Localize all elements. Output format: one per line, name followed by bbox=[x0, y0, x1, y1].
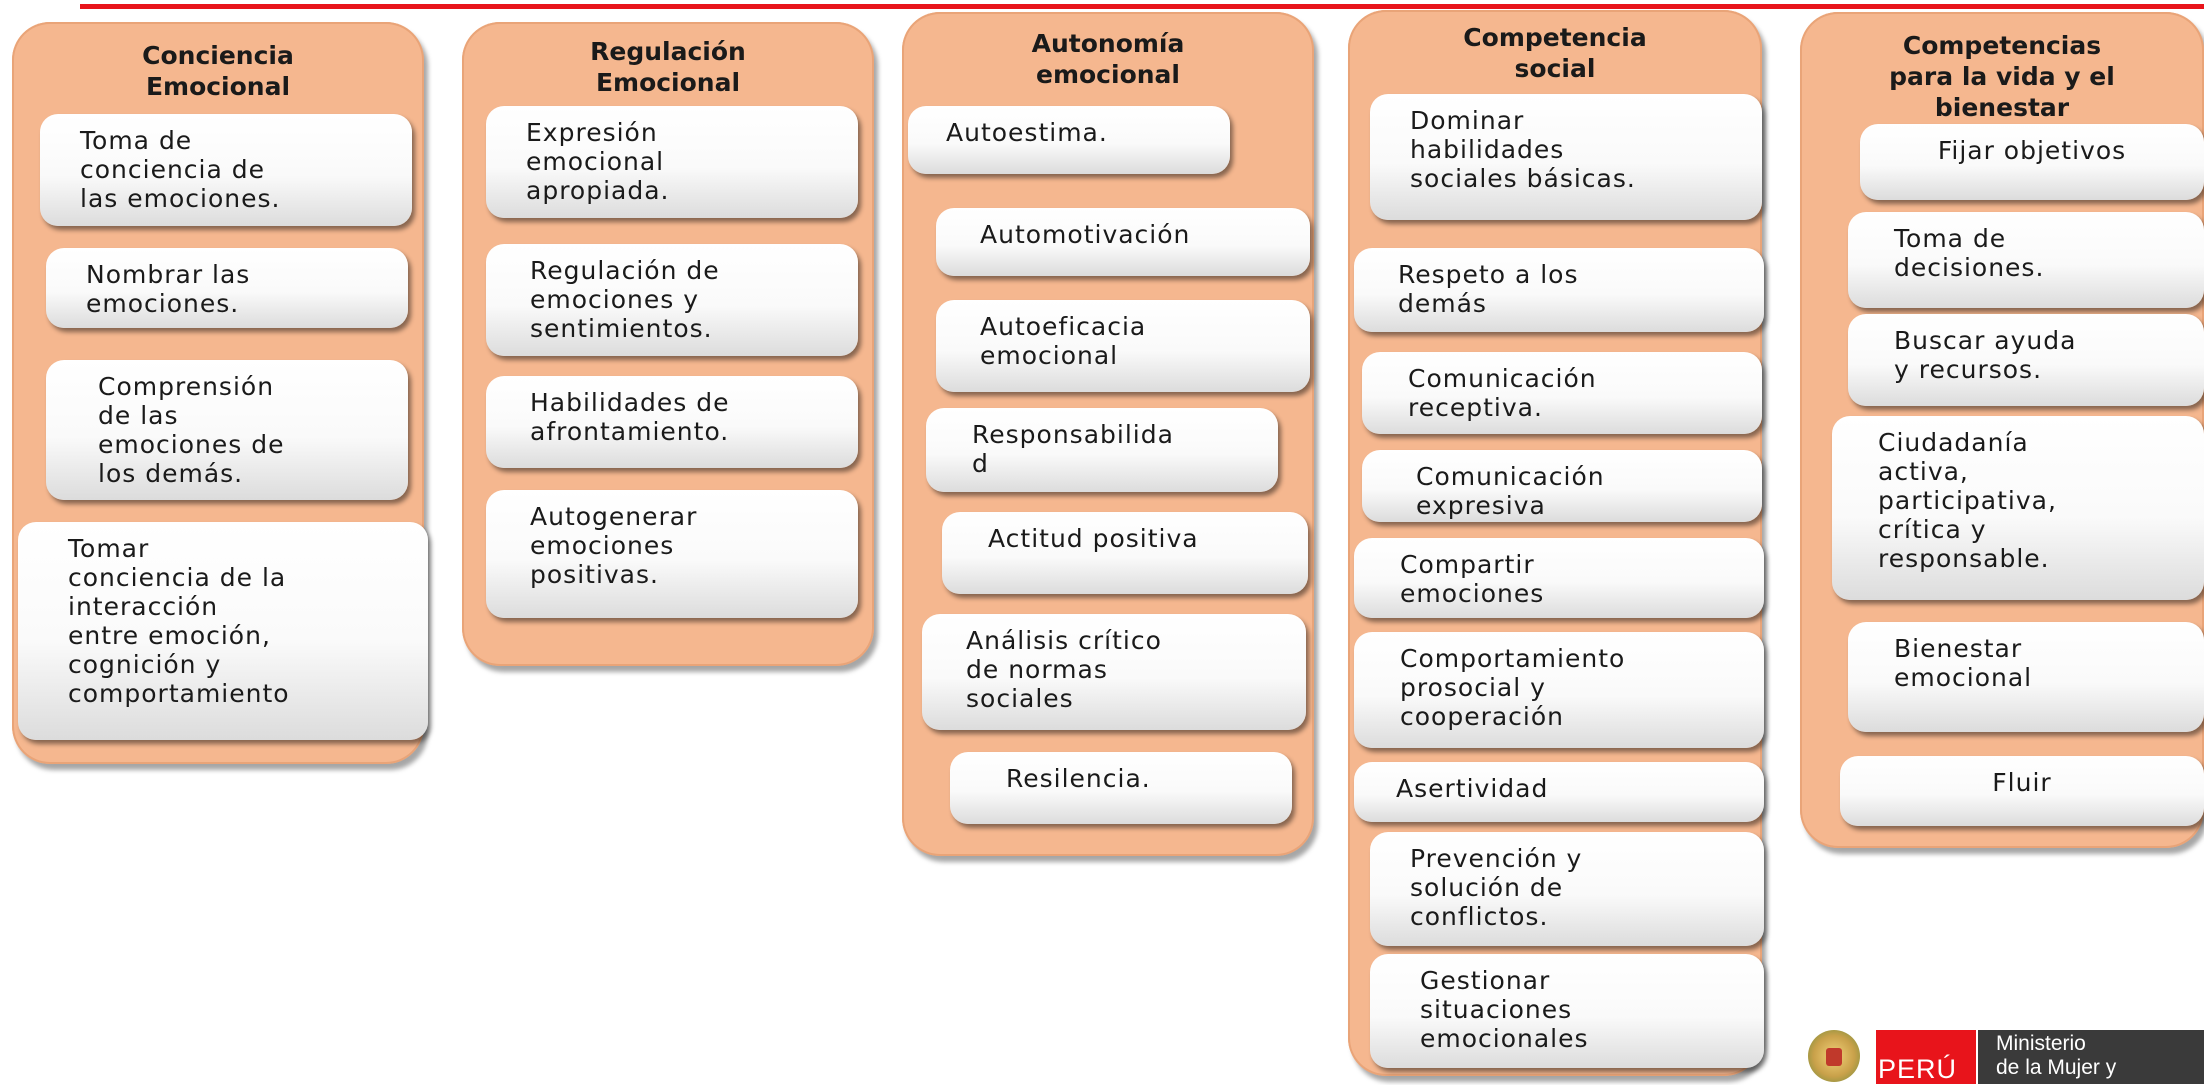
column-conciencia-emocional: Conciencia Emocional Toma de conciencia … bbox=[12, 22, 428, 764]
item-box: Ciudadanía activa, participativa, crític… bbox=[1832, 416, 2204, 600]
column-regulacion-emocional: Regulación Emocional Expresión emocional… bbox=[462, 22, 874, 666]
item-box: Toma de decisiones. bbox=[1848, 212, 2204, 308]
ministry-label: Ministerio de la Mujer y bbox=[1996, 1032, 2117, 1079]
item-box: Fijar objetivos bbox=[1860, 124, 2204, 200]
column-title: Autonomía emocional bbox=[1031, 29, 1185, 89]
item-box: Actitud positiva bbox=[942, 512, 1308, 594]
item-box: Análisis crítico de normas sociales bbox=[922, 614, 1306, 730]
ministry-brand-box bbox=[1978, 1030, 2204, 1084]
column-autonomia-emocional: Autonomía emocional Autoestima. Automoti… bbox=[902, 12, 1314, 856]
item-box: Autoeficacia emocional bbox=[936, 300, 1310, 392]
item-box: Toma de conciencia de las emociones. bbox=[40, 114, 412, 226]
column-competencias-vida-bienestar: Competencias para la vida y el bienestar… bbox=[1800, 12, 2204, 848]
item-box: Prevención y solución de conflictos. bbox=[1370, 832, 1764, 946]
item-box: Habilidades de afrontamiento. bbox=[486, 376, 858, 468]
item-box: Expresión emocional apropiada. bbox=[486, 106, 858, 218]
column-competencia-social: Competencia social Dominar habilidades s… bbox=[1348, 10, 1764, 1076]
item-box: Asertividad bbox=[1354, 762, 1764, 822]
column-title: Competencias para la vida y el bienestar bbox=[1889, 31, 2115, 122]
item-box: Gestionar situaciones emocionales bbox=[1370, 954, 1764, 1068]
item-box: Nombrar las emociones. bbox=[46, 248, 408, 328]
column-title: Regulación Emocional bbox=[590, 37, 746, 97]
ministry-logo: PERÚ Ministerio de la Mujer y bbox=[1800, 1020, 2204, 1084]
item-box: Automotivación bbox=[936, 208, 1310, 276]
item-box: Compartir emociones bbox=[1354, 538, 1764, 618]
item-box: Comprensión de las emociones de los demá… bbox=[46, 360, 408, 500]
item-box: Tomar conciencia de la interacción entre… bbox=[18, 522, 428, 740]
peru-brand-box bbox=[1876, 1030, 1976, 1084]
column-title: Competencia social bbox=[1463, 23, 1647, 83]
item-box: Bienestar emocional bbox=[1848, 622, 2204, 732]
coat-of-arms-icon bbox=[1808, 1030, 1860, 1082]
item-box: Buscar ayuda y recursos. bbox=[1848, 314, 2204, 406]
item-box: Dominar habilidades sociales básicas. bbox=[1370, 94, 1762, 220]
item-box: Resilencia. bbox=[950, 752, 1292, 824]
item-box: Autogenerar emociones positivas. bbox=[486, 490, 858, 618]
item-box: Responsabilida d bbox=[926, 408, 1278, 492]
item-box: Regulación de emociones y sentimientos. bbox=[486, 244, 858, 356]
top-divider-line bbox=[80, 4, 2204, 9]
item-box: Respeto a los demás bbox=[1354, 248, 1764, 332]
item-box: Fluir bbox=[1840, 756, 2204, 826]
item-box: Autoestima. bbox=[908, 106, 1230, 174]
item-box: Comportamiento prosocial y cooperación bbox=[1354, 632, 1764, 748]
item-box: Comunicación expresiva bbox=[1362, 450, 1762, 522]
peru-label: PERÚ bbox=[1878, 1054, 1958, 1084]
column-title: Conciencia Emocional bbox=[142, 41, 294, 101]
item-box: Comunicación receptiva. bbox=[1362, 352, 1762, 434]
